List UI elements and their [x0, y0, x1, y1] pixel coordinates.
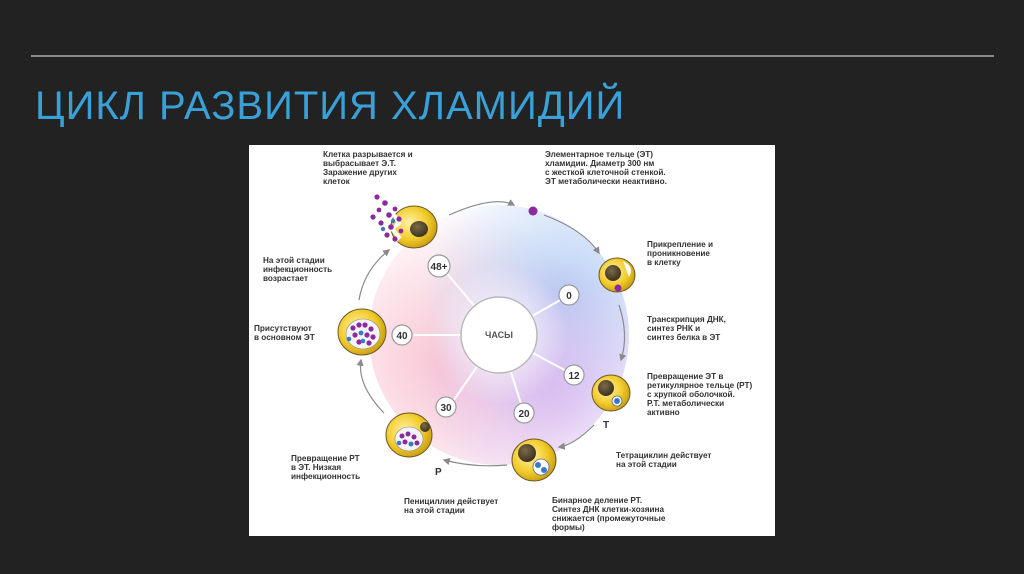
cell-et-conversion-illustration — [385, 412, 433, 458]
svg-text:на этой стадии: на этой стадии — [404, 506, 465, 515]
svg-text:инфекционность: инфекционность — [263, 265, 332, 274]
label-transcription: Транскрипция ДНК, синтез РНК и синтез бе… — [647, 315, 726, 342]
time-badge-0: 0 — [558, 284, 580, 306]
elementary-body-illustration — [528, 206, 538, 216]
label-tetracycline: Тетрациклин действует на этой стадии — [616, 451, 711, 469]
svg-text:выбрасывает Э.Т.: выбрасывает Э.Т. — [323, 158, 396, 168]
svg-text:Бинарное деление РТ.: Бинарное деление РТ. — [552, 496, 642, 505]
svg-text:Заражение других: Заражение других — [323, 168, 397, 177]
label-cell-bursts: Клетка разрывается и выбрасывает Э.Т. За… — [323, 150, 413, 186]
svg-text:Пенициллин действует: Пенициллин действует — [404, 497, 498, 506]
svg-text:в основном ЭТ: в основном ЭТ — [254, 333, 315, 342]
label-binary-division: Бинарное деление РТ. Синтез ДНК клетки-х… — [552, 496, 666, 532]
arrow-attachment-to-rt — [618, 304, 627, 362]
label-infectivity-rises: На этой стадии инфекционность возрастает — [263, 256, 332, 283]
svg-text:клеток: клеток — [323, 177, 351, 186]
arrow-division-to-conversion — [442, 458, 508, 467]
svg-text:с хрупкой оболочкой.: с хрупкой оболочкой. — [647, 389, 735, 399]
cell-burst-illustration — [370, 194, 438, 249]
svg-text:в клетку: в клетку — [647, 258, 681, 267]
time-badge-20: 20 — [513, 402, 535, 424]
time-badge-12: 12 — [563, 364, 585, 386]
svg-text:инфекционность: инфекционность — [291, 472, 360, 481]
arrow-mostly-et-to-burst — [358, 249, 391, 301]
title-divider-line — [31, 55, 994, 57]
label-penicillin: Пенициллин действует на этой стадии — [404, 497, 498, 515]
svg-text:возрастает: возрастает — [263, 274, 308, 283]
svg-text:На этой стадии: На этой стадии — [263, 256, 325, 265]
label-conversion-to-et: Превращение РТ в ЭТ. Низкая инфекционнос… — [291, 454, 360, 481]
svg-text:Присутствуют: Присутствуют — [254, 324, 312, 333]
svg-text:0: 0 — [566, 291, 572, 302]
svg-text:синтез РНК и: синтез РНК и — [647, 324, 700, 333]
svg-text:синтез белка в ЭТ: синтез белка в ЭТ — [647, 332, 720, 342]
svg-text:Превращение ЭТ в: Превращение ЭТ в — [647, 372, 723, 381]
svg-text:снижается (промежуточные: снижается (промежуточные — [552, 514, 666, 523]
svg-text:30: 30 — [440, 403, 452, 414]
svg-text:ретикулярное тельце (РТ): ретикулярное тельце (РТ) — [647, 381, 753, 390]
svg-text:в ЭТ. Низкая: в ЭТ. Низкая — [291, 463, 341, 472]
cell-rt-conversion-illustration — [591, 374, 631, 412]
svg-text:с жесткой клеточной стенкой.: с жесткой клеточной стенкой. — [545, 168, 666, 177]
cycle-diagram: ЧАСЫ 0 12 20 30 40 48+ — [254, 150, 753, 532]
svg-text:Клетка разрывается и: Клетка разрывается и — [323, 150, 413, 159]
time-badge-48: 48+ — [427, 254, 451, 278]
svg-text:Тетрациклин действует: Тетрациклин действует — [616, 451, 711, 460]
arrow-conversion-to-mostly-et — [356, 358, 385, 414]
svg-text:Прикрепление и: Прикрепление и — [647, 240, 713, 249]
cell-mostly-et-illustration — [337, 308, 387, 356]
svg-text:на этой стадии: на этой стадии — [616, 460, 677, 469]
svg-text:20: 20 — [518, 409, 530, 420]
slide-title: ЦИКЛ РАЗВИТИЯ ХЛАМИДИЙ — [35, 84, 626, 128]
svg-text:Транскрипция ДНК,: Транскрипция ДНК, — [647, 315, 726, 324]
label-elementary-body: Элементарное тельце (ЭТ) хламидии. Диаме… — [545, 150, 667, 186]
svg-text:48+: 48+ — [431, 262, 448, 273]
label-attachment: Прикрепление и проникновение в клетку — [647, 240, 713, 267]
clock-center-label: ЧАСЫ — [485, 330, 513, 340]
time-badge-40: 40 — [391, 324, 413, 346]
svg-text:проникновение: проникновение — [647, 249, 710, 258]
svg-text:Превращение РТ: Превращение РТ — [291, 454, 360, 463]
arrow-et-to-attachment — [543, 214, 600, 255]
svg-text:хламидии. Диаметр 300 нм: хламидии. Диаметр 300 нм — [545, 159, 654, 168]
cell-attachment-illustration — [598, 257, 636, 293]
chlamydia-cycle-figure: ЧАСЫ 0 12 20 30 40 48+ — [249, 145, 775, 536]
svg-text:40: 40 — [396, 331, 408, 342]
cycle-arrows — [356, 199, 627, 467]
svg-text:Элементарное тельце (ЭТ): Элементарное тельце (ЭТ) — [545, 150, 653, 159]
arrow-burst-to-et — [448, 199, 516, 216]
cell-binary-division-illustration — [511, 438, 557, 482]
time-badges: 0 12 20 30 40 48+ — [391, 254, 585, 424]
arrow-rt-to-division — [557, 424, 595, 450]
marker-tetracycline: T — [603, 420, 609, 431]
marker-penicillin: P — [435, 467, 442, 478]
svg-text:Синтез ДНК клетки-хозяина: Синтез ДНК клетки-хозяина — [552, 505, 664, 514]
time-badge-30: 30 — [435, 396, 457, 418]
svg-text:12: 12 — [568, 371, 580, 382]
svg-text:активно: активно — [647, 408, 680, 417]
svg-text:Р.Т. метаболически: Р.Т. метаболически — [647, 398, 724, 408]
svg-text:формы): формы) — [552, 523, 585, 532]
label-conversion-to-rt: Превращение ЭТ в ретикулярное тельце (РТ… — [647, 372, 753, 417]
clock-center: ЧАСЫ — [460, 296, 538, 374]
svg-text:ЭТ метаболически неактивно.: ЭТ метаболически неактивно. — [545, 176, 667, 186]
label-mostly-et: Присутствуют в основном ЭТ — [254, 324, 315, 342]
